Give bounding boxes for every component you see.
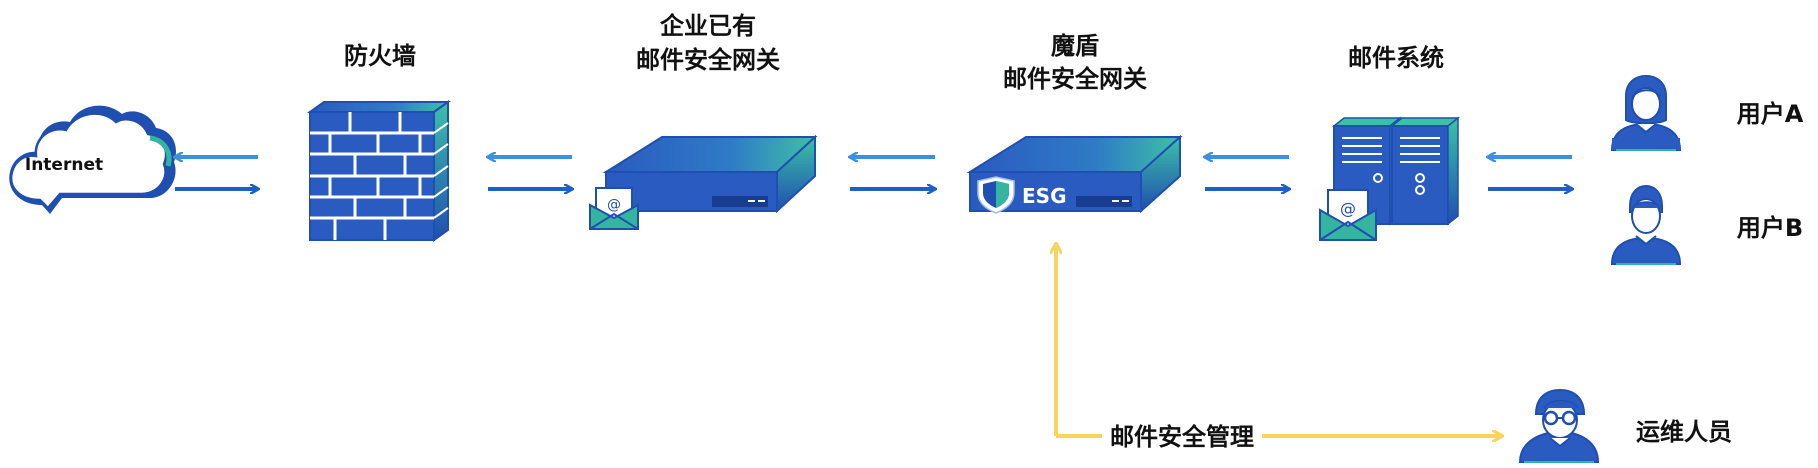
firewall-label: 防火墙 [344, 42, 416, 70]
link-firewall-gateway [488, 157, 572, 189]
mail-system-label: 邮件系统 [1348, 44, 1444, 72]
user-a-label: 用户A [1737, 100, 1804, 128]
user-b-label: 用户B [1737, 214, 1803, 242]
esg-label-line1: 魔盾 [1051, 32, 1099, 60]
user-a-node: 用户A [1610, 74, 1804, 151]
svg-text:@: @ [1340, 199, 1356, 218]
ops-node: 运维人员 [1518, 388, 1732, 463]
management-label: 邮件安全管理 [1110, 423, 1254, 451]
esg-device-text: ESG [1022, 184, 1066, 208]
esg-node: 魔盾 邮件安全网关 ESG [966, 32, 1183, 214]
mail-system-node: 邮件系统 [1319, 44, 1461, 241]
link-mail-users [1488, 157, 1572, 189]
firewall-icon [306, 100, 452, 242]
internet-node: Internet [9, 105, 176, 214]
svg-text:@: @ [607, 197, 621, 213]
ops-label: 运维人员 [1636, 418, 1732, 446]
link-esg-mail [1205, 157, 1289, 189]
shield-icon [977, 176, 1015, 214]
existing-gateway-node: 企业已有 邮件安全网关 @ [589, 12, 818, 230]
existing-gateway-label-line1: 企业已有 [660, 12, 756, 40]
management-link: 邮件安全管理 [1056, 244, 1502, 451]
existing-gateway-label-line2: 邮件安全网关 [636, 46, 780, 74]
link-internet-firewall [175, 157, 258, 189]
esg-label-line2: 邮件安全网关 [1003, 65, 1147, 93]
user-glasses-icon [1518, 388, 1600, 463]
user-b-node: 用户B [1610, 184, 1803, 265]
internet-label: Internet [25, 155, 103, 175]
envelope-icon: @ [1319, 189, 1377, 241]
firewall-node: 防火墙 [306, 42, 452, 242]
link-gateway-esg [850, 157, 935, 189]
user-icon [1610, 184, 1682, 265]
cloud-icon [9, 105, 176, 214]
gateway-device-icon [602, 134, 818, 214]
user-icon [1610, 74, 1682, 151]
envelope-icon: @ [589, 187, 639, 230]
